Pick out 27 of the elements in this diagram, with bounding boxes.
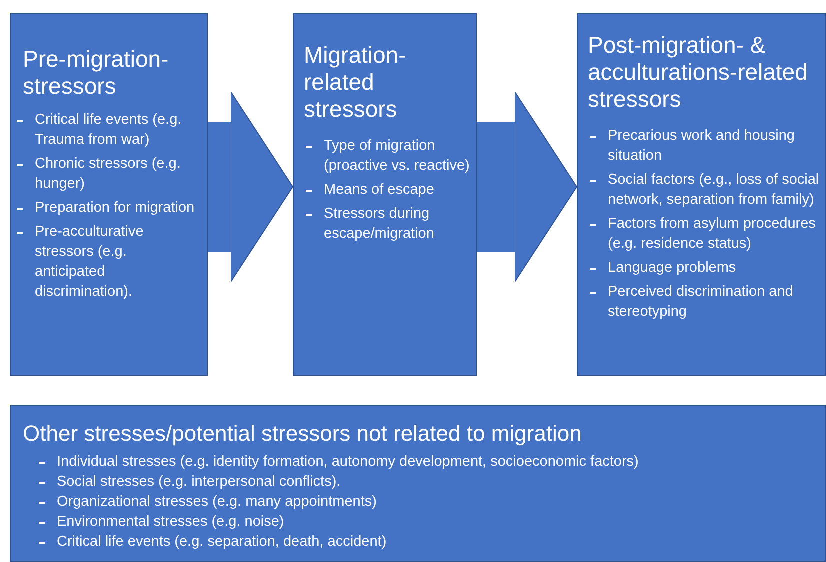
bullet-item: Chronic stressors (e.g. hunger)	[35, 155, 182, 194]
bullet-item: Social stresses (e.g. interpersonal conflicts).	[57, 473, 342, 492]
bullet-item: Precarious work and housing situation	[608, 127, 796, 166]
bullet-item: Factors from asylum procedures (e.g. residence status)	[608, 215, 817, 254]
block-arrow	[477, 92, 578, 282]
stressor-box	[10, 405, 826, 562]
stressor-box	[577, 13, 826, 376]
bullet-item: Organizational stresses (e.g. many appointments)	[57, 493, 378, 512]
box-heading: Other stresses/potential stressors not related to migration	[23, 420, 583, 447]
bullet-item: Perceived discrimination and stereotyping	[608, 283, 794, 322]
stressor-box	[293, 13, 477, 376]
block-arrow	[208, 92, 294, 282]
bullet-item: Environmental stresses (e.g. noise)	[57, 513, 286, 532]
bullet-item: Means of escape	[324, 181, 436, 200]
bullet-item: Social factors (e.g., loss of social network, separation from family)	[608, 171, 820, 210]
bullet-item: Critical life events (e.g. separation, death, accident)	[57, 533, 388, 552]
box-heading: Migration-related stressors	[304, 42, 408, 123]
box-heading: Post-migration- & acculturations-related stressors	[588, 32, 809, 113]
bullet-item: Language problems	[608, 259, 738, 278]
bullet-item: Individual stresses (e.g. identity formation, autonomy development, socioeconomic factors)	[57, 453, 640, 472]
bullet-item: Stressors during escape/migration	[324, 205, 436, 244]
stressor-box	[10, 13, 208, 376]
bullet-item: Type of migration (proactive vs. reactive)	[324, 137, 471, 176]
box-heading: Pre-migration-stressors	[23, 46, 170, 100]
bullet-item: Pre-acculturative stressors (e.g. anticipated discrimination).	[35, 223, 145, 302]
bullet-item: Preparation for migration	[35, 199, 195, 218]
bullet-item: Critical life events (e.g. Trauma from war)	[35, 111, 183, 150]
